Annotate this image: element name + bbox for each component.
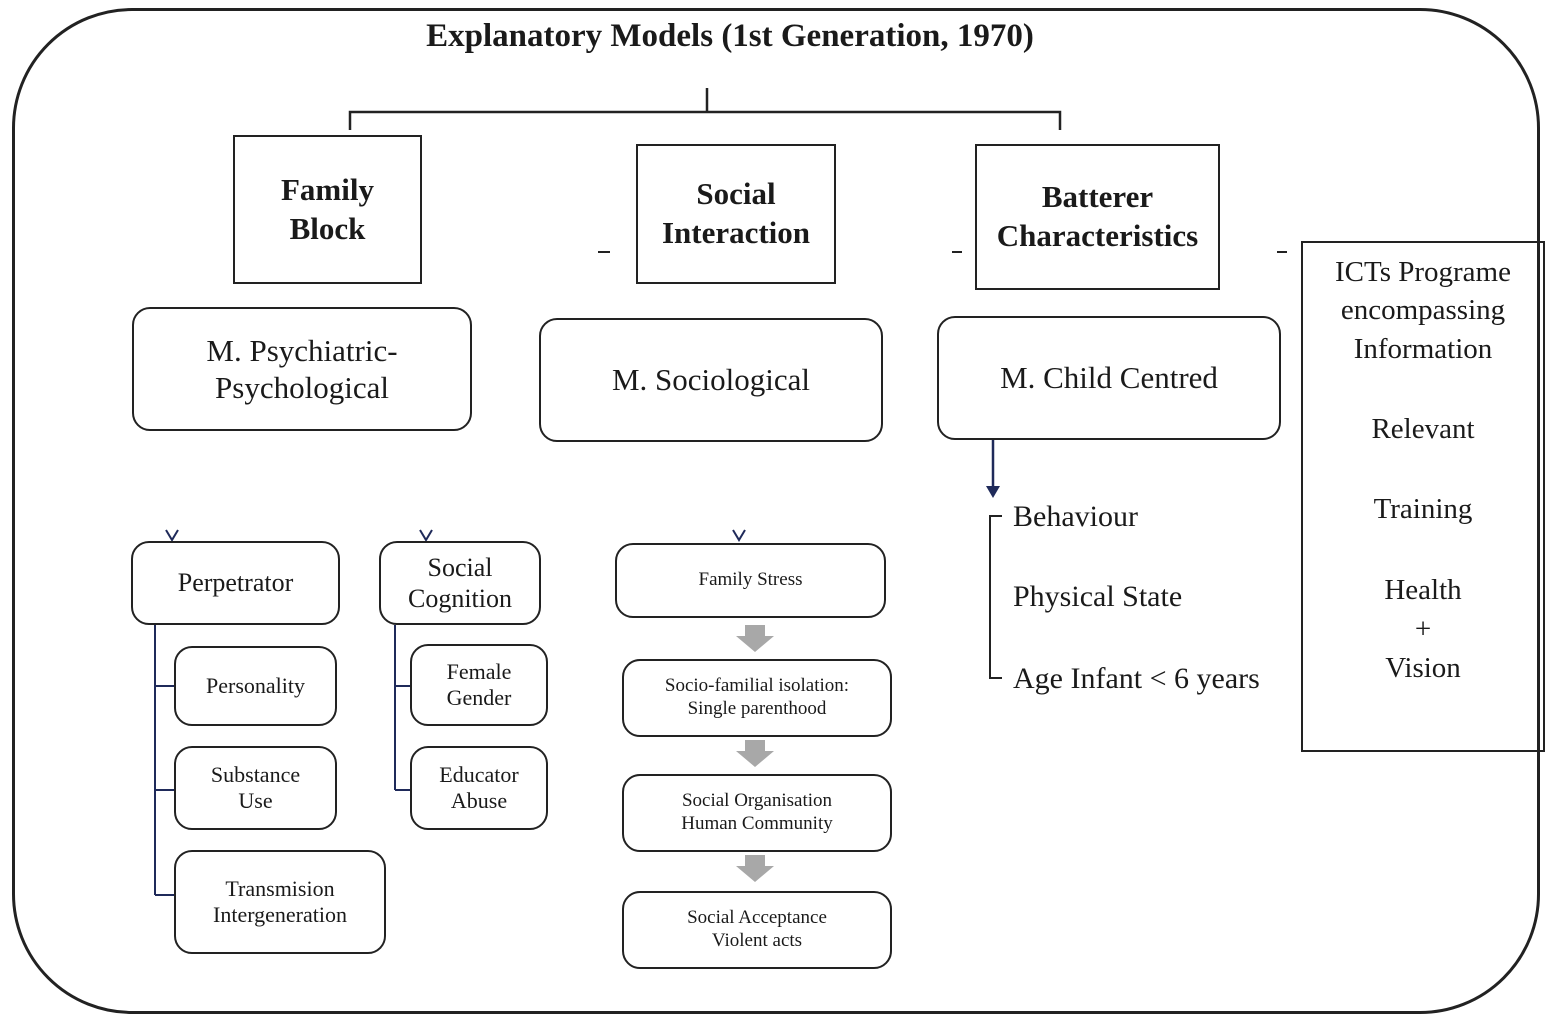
perpetrator-label: Perpetrator bbox=[177, 568, 294, 598]
substance-use-box: Substance Use bbox=[174, 746, 337, 830]
social-acceptance-box: Social Acceptance Violent acts bbox=[622, 891, 892, 969]
icts-heading: ICTs Programe encompassing Information bbox=[1335, 256, 1511, 365]
child-bracket bbox=[989, 515, 1002, 679]
child-centred-model-label: M. Child Centred bbox=[1000, 360, 1218, 396]
social-cognition-tree bbox=[394, 625, 412, 791]
social-cognition-label: Social Cognition bbox=[407, 552, 512, 613]
batterer-characteristics-box: Batterer Characteristics bbox=[975, 144, 1220, 290]
transmission-label: Transmision Intergeneration bbox=[213, 875, 347, 927]
female-gender-box: Female Gender bbox=[410, 644, 548, 726]
social-interaction-box: Social Interaction bbox=[636, 144, 836, 284]
family-block-label: Family Block bbox=[281, 171, 374, 246]
perpetrator-box: Perpetrator bbox=[131, 541, 340, 625]
transmission-box: Transmision Intergeneration bbox=[174, 850, 386, 954]
child-arrow-head bbox=[986, 486, 1000, 498]
family-block-box: Family Block bbox=[233, 135, 422, 284]
icts-item-health-vision: Health + Vision bbox=[1384, 574, 1462, 685]
social-organisation-box: Social Organisation Human Community bbox=[622, 774, 892, 852]
personality-label: Personality bbox=[206, 672, 305, 698]
tip-social-cognition bbox=[419, 529, 433, 542]
educator-abuse-label: Educator Abuse bbox=[439, 761, 519, 813]
child-centred-model-box: M. Child Centred bbox=[937, 316, 1281, 440]
diagram-frame bbox=[12, 8, 1540, 1014]
child-item-age-infant: Age Infant < 6 years bbox=[1013, 662, 1260, 695]
personality-box: Personality bbox=[174, 646, 337, 726]
perpetrator-tree bbox=[154, 625, 176, 896]
female-gender-label: Female Gender bbox=[446, 658, 512, 710]
tip-perpetrator bbox=[165, 529, 179, 542]
sociological-model-label: M. Sociological bbox=[611, 362, 811, 398]
social-organisation-label: Social Organisation Human Community bbox=[681, 790, 833, 834]
educator-abuse-box: Educator Abuse bbox=[410, 746, 548, 830]
batterer-characteristics-label: Batterer Characteristics bbox=[996, 179, 1199, 253]
child-item-physical-state: Physical State bbox=[1013, 580, 1183, 613]
psychiatric-model-box: M. Psychiatric- Psychological bbox=[132, 307, 472, 431]
socio-familial-isolation-box: Socio-familial isolation: Single parenth… bbox=[622, 659, 892, 737]
diagram-title: Explanatory Models (1st Generation, 1970… bbox=[426, 18, 1034, 54]
top-bracket bbox=[348, 88, 1062, 130]
chain-arrow-1 bbox=[736, 625, 774, 652]
sociological-model-box: M. Sociological bbox=[539, 318, 883, 442]
icts-item-training: Training bbox=[1373, 493, 1473, 525]
chain-arrow-3 bbox=[736, 855, 774, 882]
child-item-behaviour: Behaviour bbox=[1013, 500, 1138, 533]
social-cognition-box: Social Cognition bbox=[379, 541, 541, 625]
socio-familial-isolation-label: Socio-familial isolation: Single parenth… bbox=[664, 675, 850, 719]
tip-family-stress bbox=[732, 529, 746, 542]
family-stress-box: Family Stress bbox=[615, 543, 886, 618]
psychiatric-model-label: M. Psychiatric- Psychological bbox=[206, 332, 398, 405]
family-stress-label: Family Stress bbox=[698, 569, 803, 591]
social-interaction-label: Social Interaction bbox=[661, 176, 811, 250]
icts-programme-box: ICTs Programe encompassing Information R… bbox=[1301, 241, 1545, 752]
substance-use-label: Substance Use bbox=[210, 761, 301, 813]
chain-arrow-2 bbox=[736, 740, 774, 767]
social-acceptance-label: Social Acceptance Violent acts bbox=[687, 907, 827, 951]
icts-item-relevant: Relevant bbox=[1371, 413, 1475, 445]
